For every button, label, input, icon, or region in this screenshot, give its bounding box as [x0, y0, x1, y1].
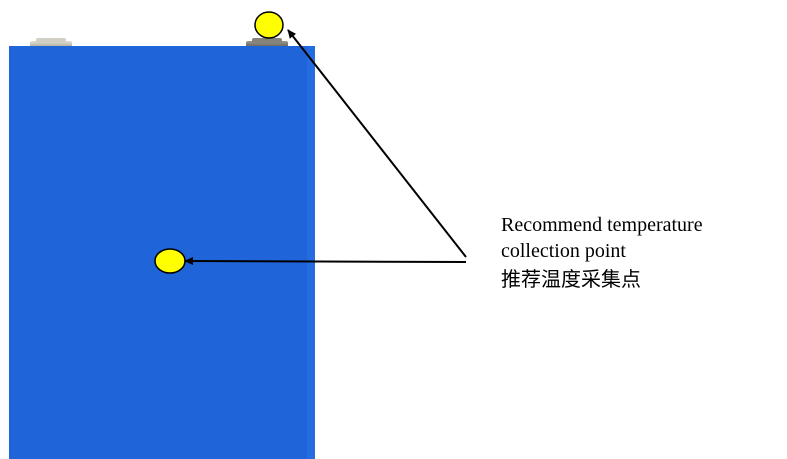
- annotation-line-3: 推荐温度采集点: [501, 267, 641, 291]
- arrow-to-center-point: [184, 257, 467, 266]
- annotation-label: Recommend temperature collection point 推…: [501, 212, 785, 294]
- battery-cell-edge-shade: [307, 46, 315, 459]
- annotation-line-2: collection point: [501, 240, 626, 262]
- arrow-to-top-point: [287, 29, 467, 258]
- top-terminal-point-marker: [254, 11, 284, 39]
- annotation-line-1: Recommend temperature: [501, 214, 703, 236]
- cell-center-point-marker: [154, 248, 186, 274]
